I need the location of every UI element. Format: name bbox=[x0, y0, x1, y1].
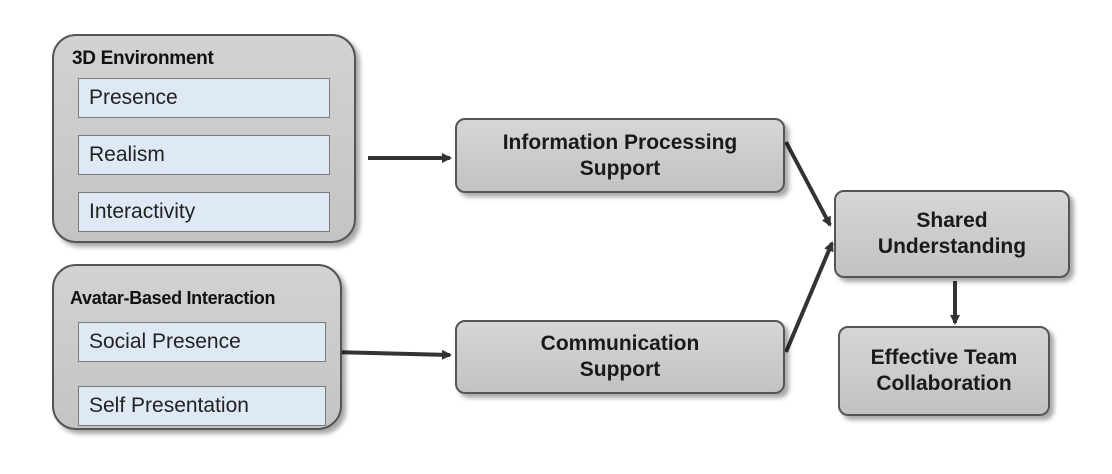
arrow-communication-to-shared-understanding bbox=[784, 241, 834, 353]
self-presentation-item: Self Presentation bbox=[78, 386, 326, 426]
info-processing-node: Information Processing Support bbox=[455, 118, 785, 193]
info-processing-line-2: Support bbox=[579, 156, 661, 180]
social-presence-item: Social Presence bbox=[78, 322, 326, 362]
environment-group: 3D Environment Presence Realism Interact… bbox=[52, 34, 356, 243]
communication-line-1: Communication bbox=[540, 332, 700, 356]
environment-group-title: 3D Environment bbox=[72, 48, 214, 69]
shared-understanding-line-2: Understanding bbox=[877, 235, 1027, 258]
shared-understanding-line-1: Shared bbox=[916, 209, 988, 233]
realism-item: Realism bbox=[78, 135, 330, 175]
effective-collaboration-line-2: Collaboration bbox=[876, 372, 1012, 395]
interactivity-item: Interactivity bbox=[78, 192, 330, 232]
arrow-avatar-to-communication bbox=[329, 349, 452, 360]
effective-collaboration-node: Effective Team Collaboration bbox=[838, 326, 1050, 416]
arrow-info-processing-to-shared-understanding bbox=[784, 141, 832, 227]
presence-item: Presence bbox=[78, 78, 330, 118]
avatar-group-title: Avatar-Based Interaction bbox=[70, 288, 276, 308]
effective-collaboration-line-1: Effective Team bbox=[870, 346, 1018, 370]
communication-node: Communication Support bbox=[455, 320, 785, 394]
avatar-group: Avatar-Based Interaction Social Presence… bbox=[52, 264, 342, 430]
shared-understanding-node: Shared Understanding bbox=[834, 190, 1070, 278]
info-processing-line-1: Information Processing bbox=[502, 130, 738, 154]
communication-line-2: Support bbox=[579, 358, 661, 381]
